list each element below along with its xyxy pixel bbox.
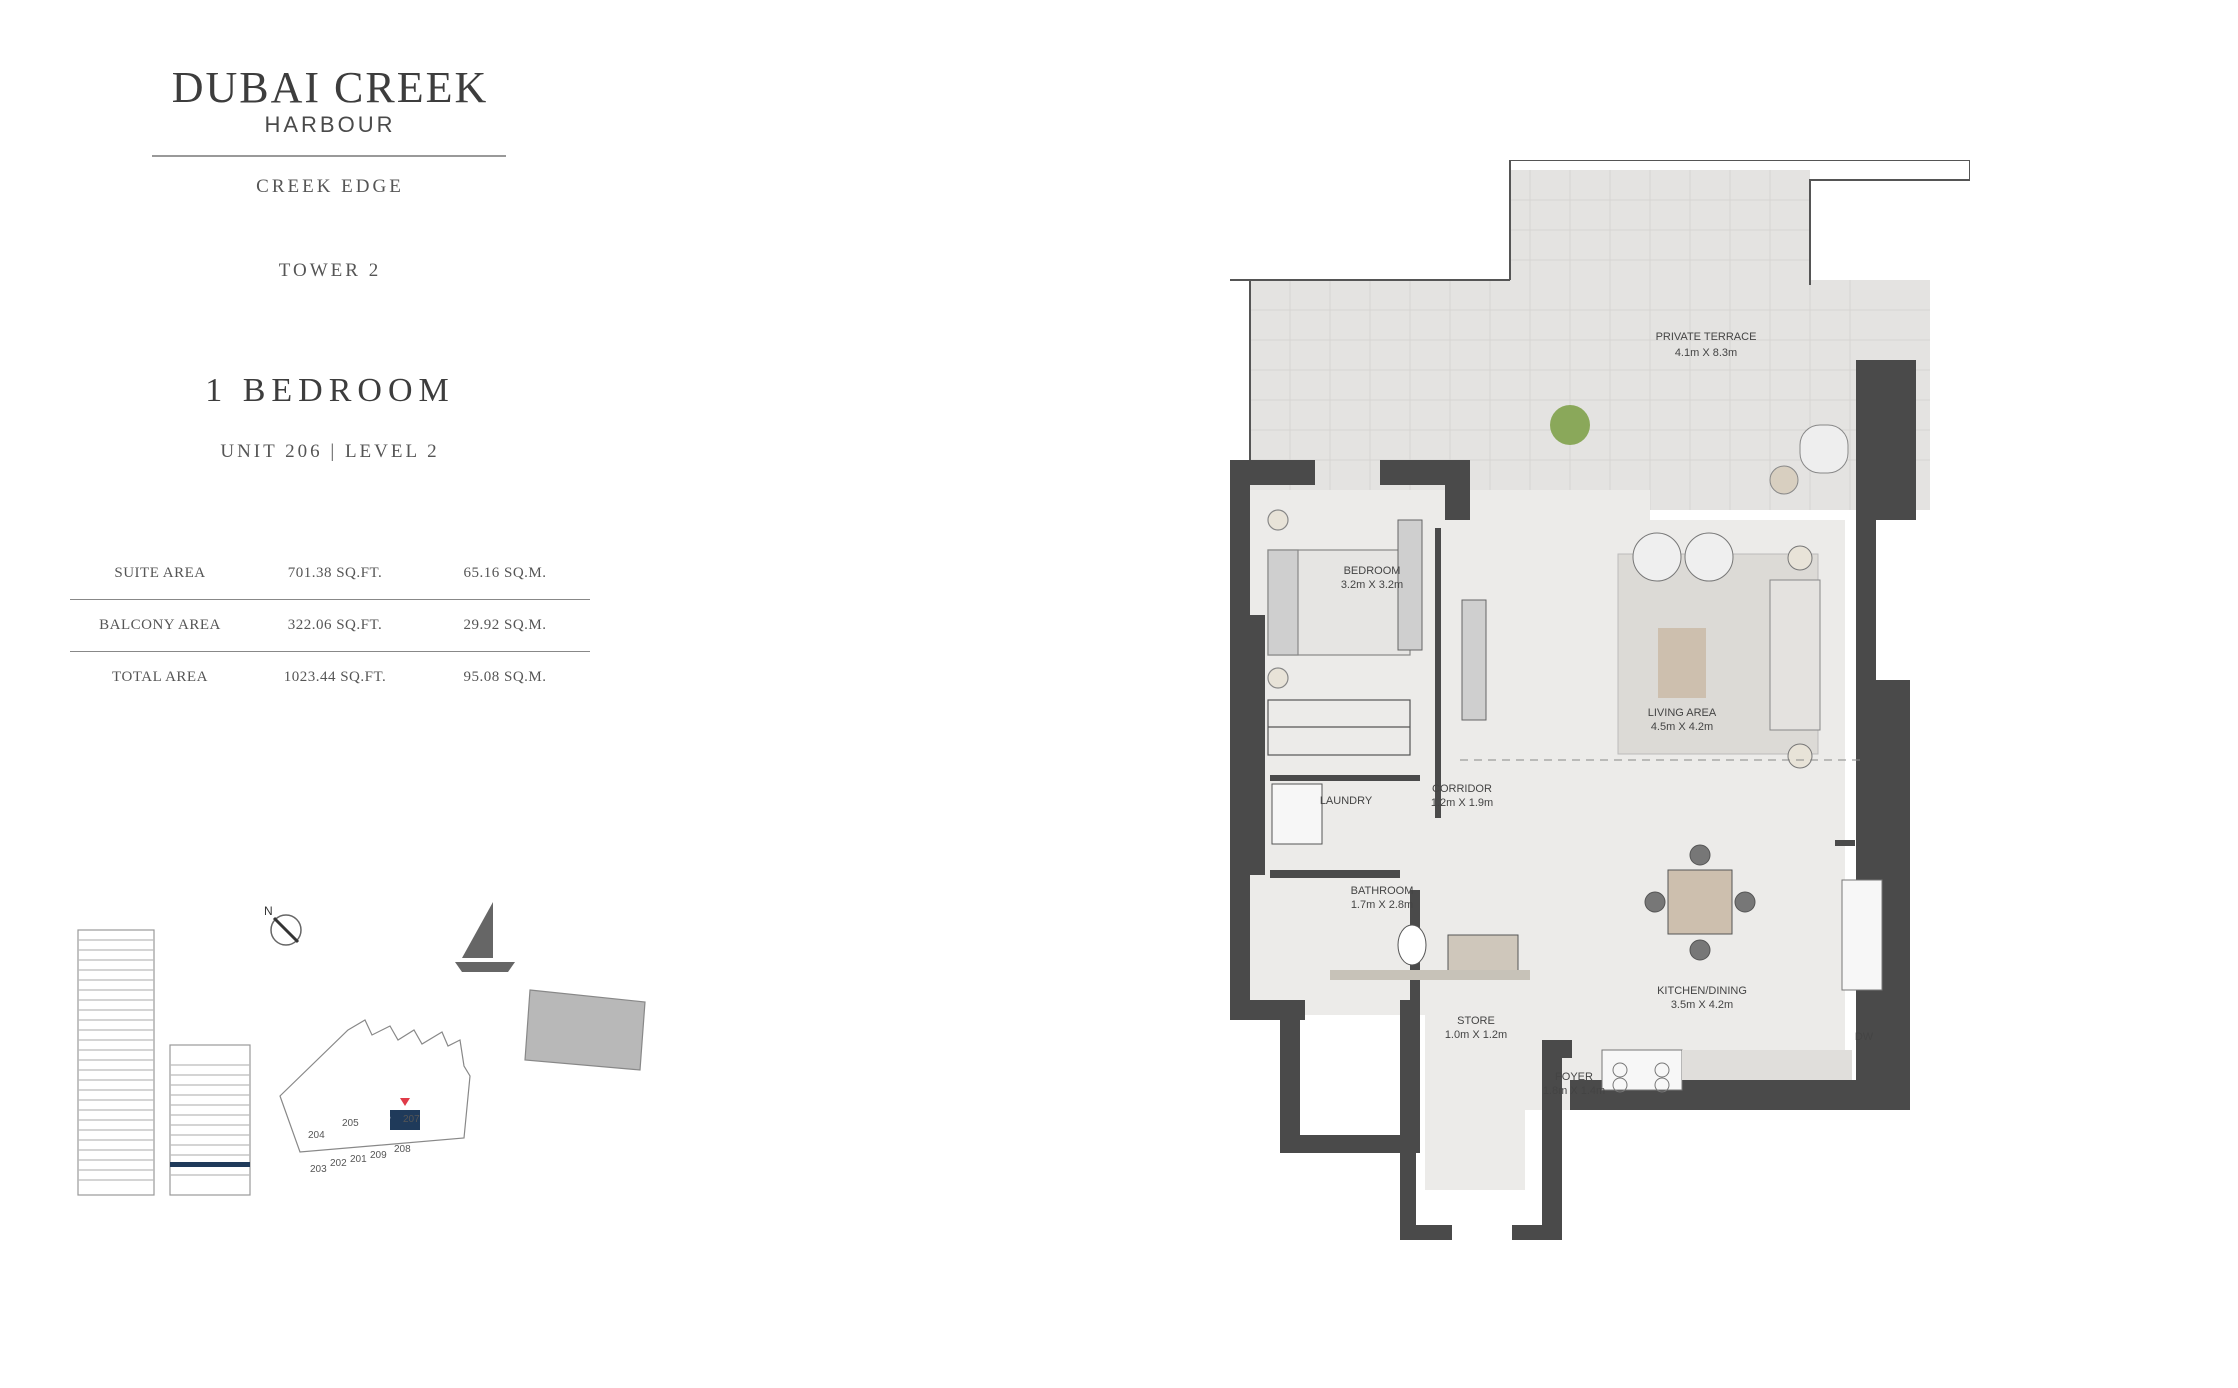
key-plan-unit: 209 xyxy=(370,1150,387,1161)
kitchen-counter xyxy=(1601,879,1883,1093)
area-sqm: 65.16 SQ.M. xyxy=(420,548,590,600)
area-label: BALCONY AREA xyxy=(70,599,250,652)
room-label-kitchen: KITCHEN/DINING xyxy=(1657,985,1747,997)
private-terrace xyxy=(1230,160,1970,510)
wardrobe-icon xyxy=(1267,699,1411,756)
brand-divider xyxy=(152,155,506,157)
highlight-level xyxy=(170,1162,250,1167)
sink-icon xyxy=(1447,934,1519,976)
lounge-chair-icon xyxy=(1799,424,1849,474)
living-rug xyxy=(1617,532,1821,769)
room-label-foyer: FOYER xyxy=(1555,1071,1593,1083)
area-sqft: 701.38 SQ.FT. xyxy=(250,548,420,600)
plant-icon xyxy=(1550,405,1590,445)
room-size-bathroom: 1.7m X 2.8m xyxy=(1351,899,1413,911)
unit-info: UNIT 206 | LEVEL 2 xyxy=(220,441,440,462)
tv-unit-icon xyxy=(1397,519,1487,721)
area-table: SUITE AREA 701.38 SQ.FT. 65.16 SQ.M. BAL… xyxy=(70,548,590,703)
tower-name: TOWER 2 xyxy=(278,260,382,281)
room-label-terrace: PRIVATE TERRACE xyxy=(1656,331,1757,343)
area-label: SUITE AREA xyxy=(70,548,250,600)
key-plan-unit: 201 xyxy=(350,1154,367,1165)
room-label-bedroom: BEDROOM xyxy=(1344,565,1401,577)
table-row: SUITE AREA 701.38 SQ.FT. 65.16 SQ.M. xyxy=(70,548,590,600)
room-size-living: 4.5m X 4.2m xyxy=(1651,721,1713,733)
key-plan-unit: 206 xyxy=(374,1112,391,1123)
key-plan-unit: 208 xyxy=(394,1144,411,1155)
area-sqm: 29.92 SQ.M. xyxy=(420,599,590,652)
floor-plan: PRIVATE TERRACE 4.1m X 8.3m BEDROOM 3.2m… xyxy=(1230,160,1970,1240)
room-label-corridor: CORRIDOR xyxy=(1432,783,1492,795)
compass-label: N xyxy=(264,904,273,918)
room-size-kitchen: 3.5m X 4.2m xyxy=(1671,999,1733,1011)
room-label-living: LIVING AREA xyxy=(1648,707,1717,719)
key-plan-unit: 207 xyxy=(403,1114,420,1125)
key-plan-unit: 205 xyxy=(342,1118,359,1129)
area-sqft: 1023.44 SQ.FT. xyxy=(283,669,387,685)
dishwasher-label: DW xyxy=(1855,1031,1874,1043)
room-size-store: 1.0m X 1.2m xyxy=(1445,1029,1507,1041)
unit-highlight xyxy=(390,1110,420,1130)
room-size-bedroom: 3.2m X 3.2m xyxy=(1341,579,1403,591)
key-plan-unit: 204 xyxy=(308,1130,325,1141)
site-building-left xyxy=(77,929,251,1196)
toilet-icon xyxy=(1397,924,1427,966)
room-label-store: STORE xyxy=(1457,1015,1495,1027)
brand-title: DUBAI CREEK xyxy=(171,63,489,112)
area-sqm: 95.08 SQ.M. xyxy=(463,669,547,685)
table-row: BALCONY AREA 322.06 SQ.FT. 29.92 SQ.M. xyxy=(70,599,590,652)
table-row: TOTAL AREA 1023.44 SQ.FT. 95.08 SQ.M. xyxy=(70,652,590,704)
key-plan-unit: 203 xyxy=(310,1164,327,1175)
bed-icon xyxy=(1267,509,1411,689)
room-label-laundry: LAUNDRY xyxy=(1320,795,1373,807)
sailboat-icon xyxy=(455,902,515,972)
room-label-bathroom: BATHROOM xyxy=(1351,885,1414,897)
compass-icon: N xyxy=(264,904,302,946)
laundry-icon xyxy=(1271,783,1323,845)
dining-table-icon xyxy=(1644,844,1756,961)
room-size-terrace: 4.1m X 8.3m xyxy=(1675,347,1737,359)
unit-type: 1 BEDROOM xyxy=(205,372,455,409)
key-plan: N 204 205 206 207 203 202 201 209 208 xyxy=(77,902,646,1196)
area-label: TOTAL AREA xyxy=(112,669,208,685)
room-size-corridor: 1.2m X 1.9m xyxy=(1431,797,1493,809)
room-size-foyer: 1.8m X 1.4m xyxy=(1543,1085,1605,1097)
area-sqft: 322.06 SQ.FT. xyxy=(250,599,420,652)
key-plan-unit: 202 xyxy=(330,1158,347,1169)
project-name: CREEK EDGE xyxy=(256,176,404,197)
brand-subtitle: HARBOUR xyxy=(264,112,396,137)
key-plan-shape xyxy=(279,989,646,1153)
